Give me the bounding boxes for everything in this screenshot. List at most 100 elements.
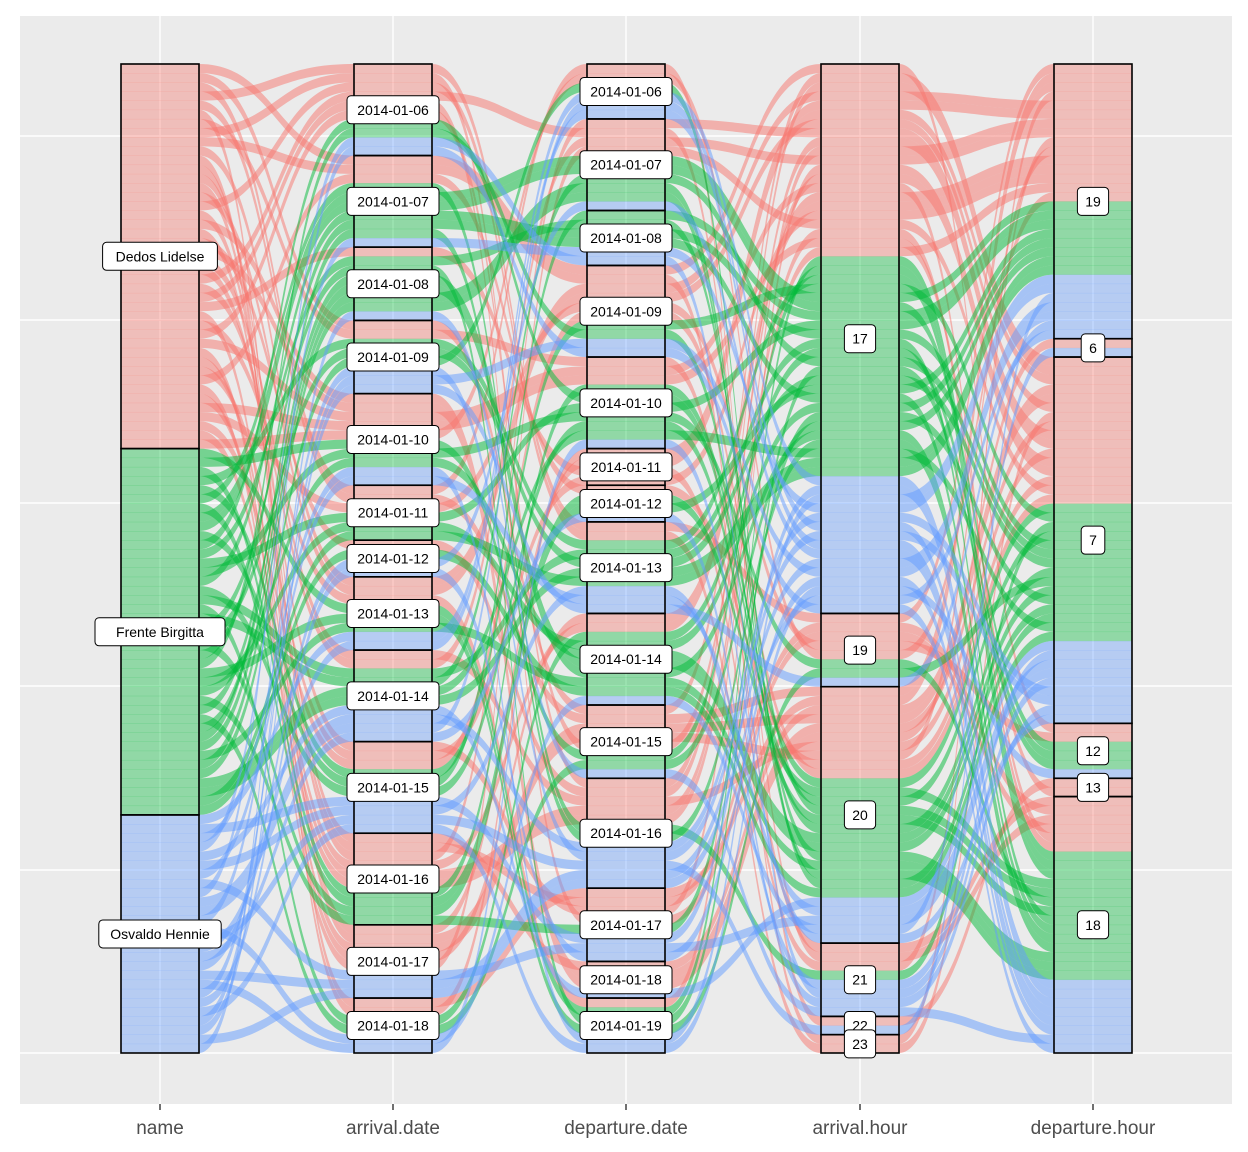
- flow-frente-birgitta: [899, 228, 1054, 394]
- stratum-fill: [821, 622, 899, 633]
- stratum-label: Frente Birgitta: [94, 617, 226, 647]
- flow-frente-birgitta: [665, 164, 821, 312]
- stratum-label: 2014-01-08: [346, 269, 440, 299]
- label-text: 2014-01-10: [357, 431, 429, 447]
- flow-dedos-lidelse: [899, 100, 1054, 119]
- x-tick-label-name: name: [136, 1118, 184, 1139]
- flow-frente-birgitta: [899, 274, 1054, 880]
- stratum-fill: [354, 476, 432, 486]
- stratum-fill: [1054, 842, 1132, 852]
- stratum-fill: [587, 686, 665, 697]
- stratum-label: 2014-01-07: [346, 186, 440, 216]
- stratum-label: 2014-01-18: [579, 965, 673, 995]
- stratum-fill: [587, 851, 665, 861]
- stratum-fill: [821, 741, 899, 752]
- stratum-fill: [121, 338, 199, 349]
- label-box: [346, 681, 440, 711]
- stratum-fill: [1054, 677, 1132, 688]
- flow-osvaldo-hennie: [199, 311, 354, 1026]
- flow-osvaldo-hennie: [199, 640, 354, 953]
- flow-dedos-lidelse: [899, 796, 1054, 953]
- stratum-fill: [821, 558, 899, 568]
- stratum-fill: [1054, 302, 1132, 312]
- flow-frente-birgitta: [432, 128, 587, 339]
- stratum-fill: [587, 787, 665, 797]
- stratum-fill: [121, 796, 199, 807]
- stratum-fill: [1054, 173, 1132, 184]
- stratum-fill: [121, 109, 199, 120]
- label-box: [579, 150, 673, 180]
- flow-osvaldo-hennie: [899, 274, 1054, 504]
- flow-frente-birgitta: [432, 283, 587, 678]
- stratum-fill: [121, 824, 199, 834]
- stratum-label: 2014-01-09: [579, 296, 673, 326]
- stratum-fill: [121, 787, 199, 797]
- stratum-fill: [821, 237, 899, 248]
- flow-osvaldo-hennie: [199, 146, 354, 1053]
- flow-frente-birgitta: [432, 521, 587, 651]
- flow-frente-birgitta: [432, 164, 587, 211]
- stratum-fill: [121, 540, 199, 550]
- stratum-fill: [1054, 567, 1132, 578]
- stratum-label: 2014-01-14: [346, 681, 440, 711]
- stratum-fill: [121, 558, 199, 568]
- stratum-fill: [121, 173, 199, 184]
- stratum-fill: [1054, 256, 1132, 266]
- stratum-fill: [1054, 943, 1132, 953]
- stratum-fill: [821, 952, 899, 962]
- stratum-fill: [354, 247, 432, 257]
- stratum-fill: [587, 897, 665, 907]
- label-box: [579, 388, 673, 418]
- x-tick-label-departure-hour: departure.hour: [1031, 1118, 1156, 1139]
- flow-osvaldo-hennie: [199, 714, 354, 907]
- stratum-fill: [1054, 988, 1132, 999]
- stratum-fill: [354, 851, 432, 861]
- stratum-fill: [1054, 228, 1132, 239]
- flow-frente-birgitta: [199, 201, 354, 532]
- stratum-fill: [354, 631, 432, 642]
- flow-osvaldo-hennie: [665, 485, 821, 944]
- stratum-fill: [821, 73, 899, 83]
- flow-osvaldo-hennie: [199, 567, 354, 1008]
- stratum-fill: [354, 137, 432, 147]
- stratum-fill: [587, 283, 665, 294]
- stratum-fill: [821, 521, 899, 532]
- stratum-fill: [587, 357, 665, 367]
- stratum-fill: [587, 613, 665, 623]
- label-text: 7: [1089, 532, 1097, 548]
- stratum-fill: [354, 82, 432, 92]
- stratum-fill: [821, 714, 899, 724]
- stratum-fill: [587, 769, 665, 779]
- flow-frente-birgitta: [199, 302, 354, 770]
- stratum-fill: [1054, 558, 1132, 568]
- stratum-fill: [354, 485, 432, 495]
- stratum-fill: [1054, 375, 1132, 385]
- stratum-fill: [121, 714, 199, 724]
- flow-osvaldo-hennie: [899, 650, 1054, 989]
- stratum-label: 6: [1080, 333, 1106, 363]
- flow-osvaldo-hennie: [199, 476, 354, 880]
- stratum-fill: [1054, 247, 1132, 257]
- stratum-fill: [821, 91, 899, 101]
- stratum-fill: [1054, 714, 1132, 724]
- stratum-fill: [821, 869, 899, 880]
- stratum-fill: [1054, 457, 1132, 468]
- stratum-fill: [821, 421, 899, 431]
- flow-frente-birgitta: [432, 549, 587, 696]
- stratum-fill: [121, 1025, 199, 1035]
- flow-frente-birgitta: [899, 256, 1054, 467]
- stratum-fill: [354, 311, 432, 321]
- label-box: [1076, 736, 1110, 766]
- flow-frente-birgitta: [899, 869, 1054, 980]
- stratum-label: 19: [1076, 186, 1110, 216]
- stratum-fill: [121, 137, 199, 147]
- flow-dedos-lidelse: [432, 393, 587, 980]
- label-box: [579, 965, 673, 995]
- stratum-fill: [121, 466, 199, 477]
- stratum-fill: [821, 595, 899, 605]
- label-text: 20: [852, 807, 868, 823]
- stratum-fill: [587, 375, 665, 385]
- stratum-fill: [821, 494, 899, 504]
- flow-dedos-lidelse: [432, 650, 587, 806]
